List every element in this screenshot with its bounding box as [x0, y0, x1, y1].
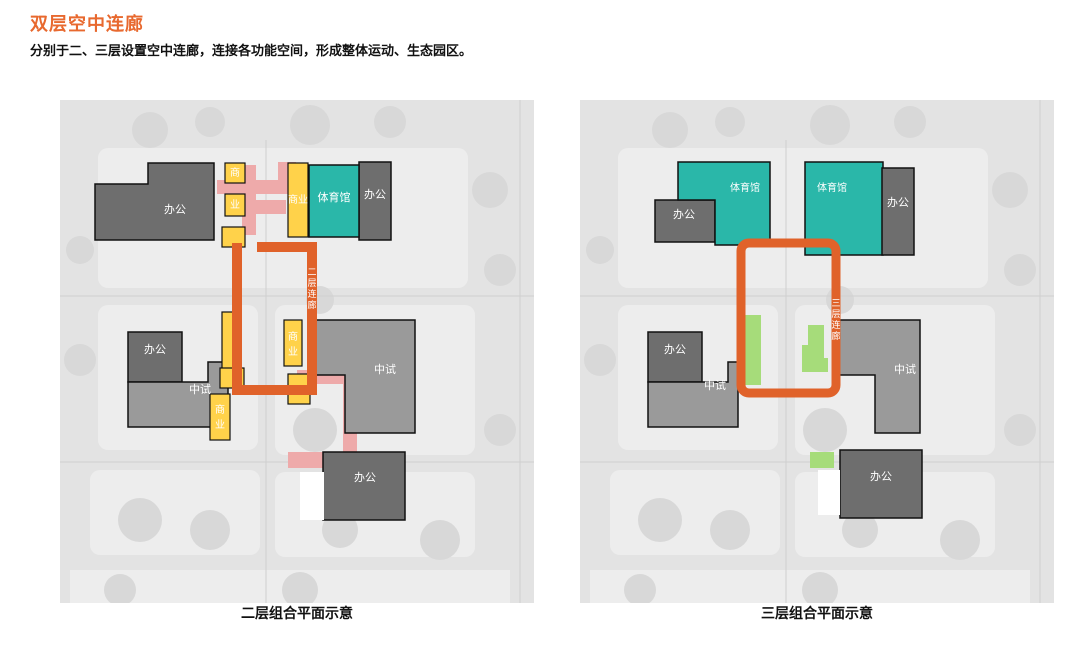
corridor-label-char-2: 层 — [831, 309, 840, 320]
green-strip-w — [745, 315, 761, 385]
building-sports-w — [677, 161, 771, 246]
label-office-se: 办公 — [870, 470, 892, 483]
road-lines — [60, 100, 534, 603]
label-commerce-m1: 商 — [288, 330, 298, 343]
label-sports-e: 体育馆 — [817, 181, 847, 194]
tree-patches — [64, 105, 516, 603]
label-office-ne-1: 办公 — [364, 188, 386, 201]
corridor-label-char-1: 三 — [831, 299, 840, 309]
corridor-label-char-1: 二 — [307, 268, 316, 278]
label-office-ne: 办公 — [887, 196, 909, 209]
page-subtitle: 分别于二、三层设置空中连廊，连接各功能空间，形成整体运动、生态园区。 — [30, 44, 473, 59]
label-exam-e: 中试 — [374, 363, 396, 376]
green-patch-s — [810, 452, 834, 468]
page-title: 双层空中连廊 — [30, 14, 144, 35]
label-office-w: 办公 — [664, 343, 686, 356]
label-exam-w: 中试 — [189, 383, 211, 396]
label-office-w: 办公 — [144, 343, 166, 356]
label-commerce-s2: 业 — [215, 419, 225, 431]
building-office-w — [127, 331, 183, 383]
corridor-label-char-3: 连 — [831, 319, 840, 331]
label-exam-w: 中试 — [704, 379, 726, 392]
label-commerce-v: 商业 — [288, 193, 308, 206]
label-office-nw: 办公 — [673, 208, 695, 221]
plan-3f: 办公 体育馆 体育馆 办公 办公 中试 中试 办公 三 层 连 廊 — [580, 100, 1054, 603]
corridor-3f — [736, 238, 841, 398]
label-office-se: 办公 — [354, 471, 376, 484]
building-office-se — [322, 451, 406, 521]
building-sports — [308, 164, 360, 238]
building-office-se — [839, 449, 923, 519]
label-commerce-b: 业 — [230, 199, 240, 211]
label-commerce-m2: 业 — [288, 346, 298, 358]
corridor-label-char-4: 廊 — [831, 330, 840, 342]
label-sports: 体育馆 — [318, 190, 351, 204]
label-commerce-a: 商 — [230, 166, 240, 179]
caption-3f: 三层组合平面示意 — [761, 606, 873, 622]
corridor-label-char-2: 层 — [307, 278, 316, 289]
plan-2f: 办公 办公 办公 中试 中试 办公 体育馆 商 业 商业 商 业 商 业 二 层… — [60, 100, 534, 603]
building-office-nw — [94, 162, 215, 241]
building-office-ne — [881, 167, 915, 256]
green-patch-e — [802, 325, 828, 372]
label-sports-w: 体育馆 — [730, 181, 760, 194]
label-office-nw: 办公 — [164, 203, 186, 216]
building-office-nw — [654, 199, 716, 243]
corridor-label-char-3: 连 — [307, 288, 316, 300]
corridor-label-char-4: 廊 — [307, 299, 316, 311]
white-plaza — [300, 472, 324, 520]
caption-2f: 二层组合平面示意 — [241, 606, 353, 622]
label-exam-e: 中试 — [894, 363, 916, 376]
label-commerce-s1: 商 — [215, 403, 225, 416]
white-plaza — [818, 470, 840, 515]
road-lines — [580, 100, 1054, 603]
corridor-2f — [232, 242, 317, 395]
building-office-w — [647, 331, 703, 383]
building-office-ne — [358, 161, 392, 241]
